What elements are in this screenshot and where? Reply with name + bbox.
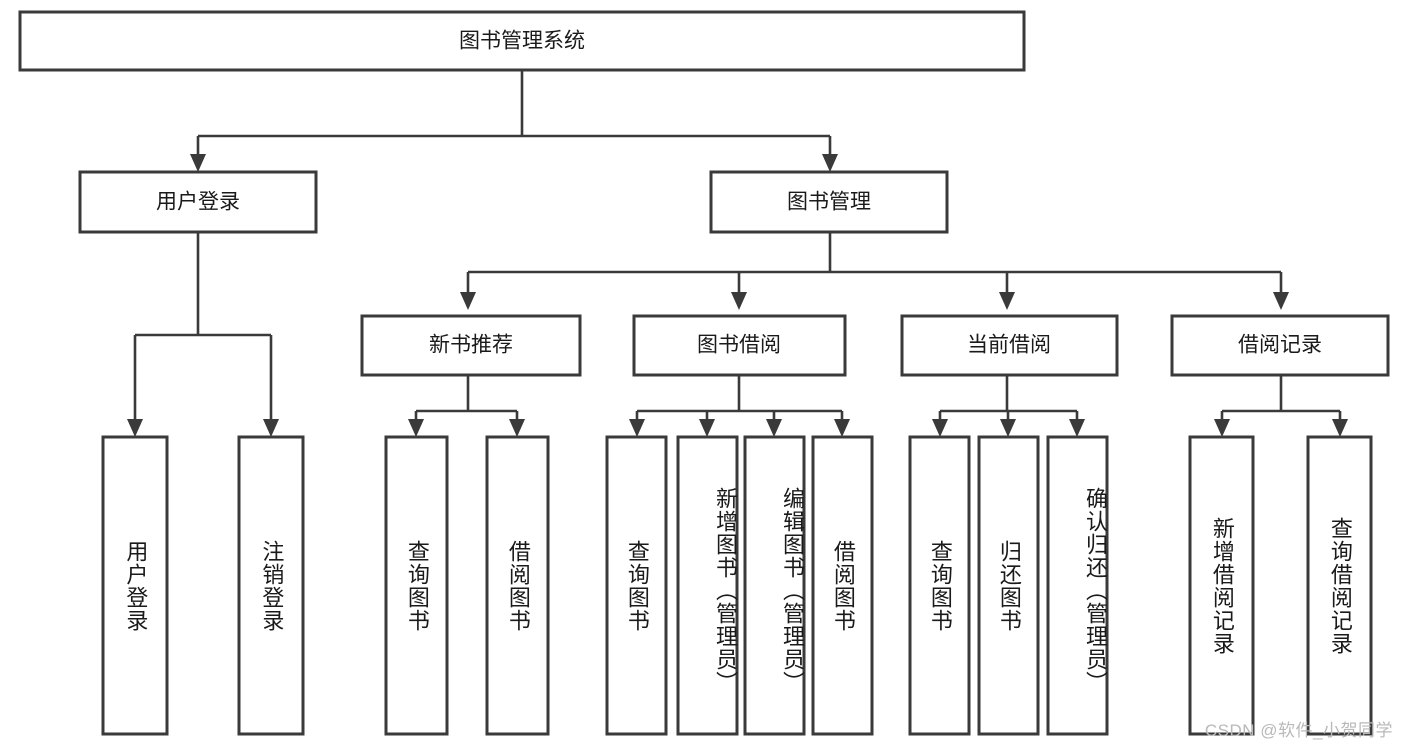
leaf-box-book-borrow-3[interactable] xyxy=(811,435,874,736)
connector-bookmanage-to-level3 xyxy=(460,232,1289,310)
node-new-book-recommend[interactable] xyxy=(360,314,582,377)
node-user-login[interactable] xyxy=(78,170,318,234)
arrow-to-user-login xyxy=(190,154,206,172)
leaf-box-current-borrow-0[interactable] xyxy=(908,435,971,736)
leaf-box-current-borrow-2[interactable] xyxy=(1046,435,1109,736)
node-current-borrow-label: 当前借阅 xyxy=(967,334,1051,357)
leaf-box-user-login-1[interactable] xyxy=(237,435,305,736)
node-borrow-record-label: 借阅记录 xyxy=(1238,334,1322,357)
connector-borrowrecord-to-leaves xyxy=(1214,375,1348,437)
leaf-box-book-borrow-0[interactable] xyxy=(605,435,668,736)
node-borrow-record[interactable] xyxy=(1170,314,1390,377)
leaf-box-borrow-record-1[interactable] xyxy=(1306,435,1373,736)
arrow-to-book-manage xyxy=(822,154,838,172)
leaf-box-new-book-0[interactable] xyxy=(384,435,449,736)
leaf-box-borrow-record-0[interactable] xyxy=(1188,435,1255,736)
node-book-borrow-label: 图书借阅 xyxy=(697,334,781,357)
connector-bookborrow-to-leaves xyxy=(629,375,850,437)
connector-userlogin-to-leaves xyxy=(127,232,279,437)
connector-newbook-to-leaves xyxy=(408,375,525,437)
node-root-label: 图书管理系统 xyxy=(459,30,585,53)
connector-currentborrow-to-leaves xyxy=(932,375,1085,437)
leaf-box-current-borrow-1[interactable] xyxy=(977,435,1040,736)
node-current-borrow[interactable] xyxy=(900,314,1119,377)
node-book-manage[interactable] xyxy=(709,170,949,234)
node-root[interactable] xyxy=(18,10,1026,72)
leaf-box-book-borrow-2[interactable] xyxy=(743,435,806,736)
connector-root-to-bus xyxy=(196,70,832,156)
leaf-box-book-borrow-1[interactable] xyxy=(676,435,739,736)
node-book-manage-label: 图书管理 xyxy=(787,191,871,214)
csdn-watermark: CSDN @软件_小贺同学 xyxy=(1204,721,1393,740)
node-book-borrow[interactable] xyxy=(632,314,847,377)
node-new-book-recommend-label: 新书推荐 xyxy=(429,334,513,357)
leaf-box-new-book-1[interactable] xyxy=(485,435,550,736)
leaf-box-user-login-0[interactable] xyxy=(101,435,169,736)
node-user-login-label: 用户登录 xyxy=(156,191,240,214)
